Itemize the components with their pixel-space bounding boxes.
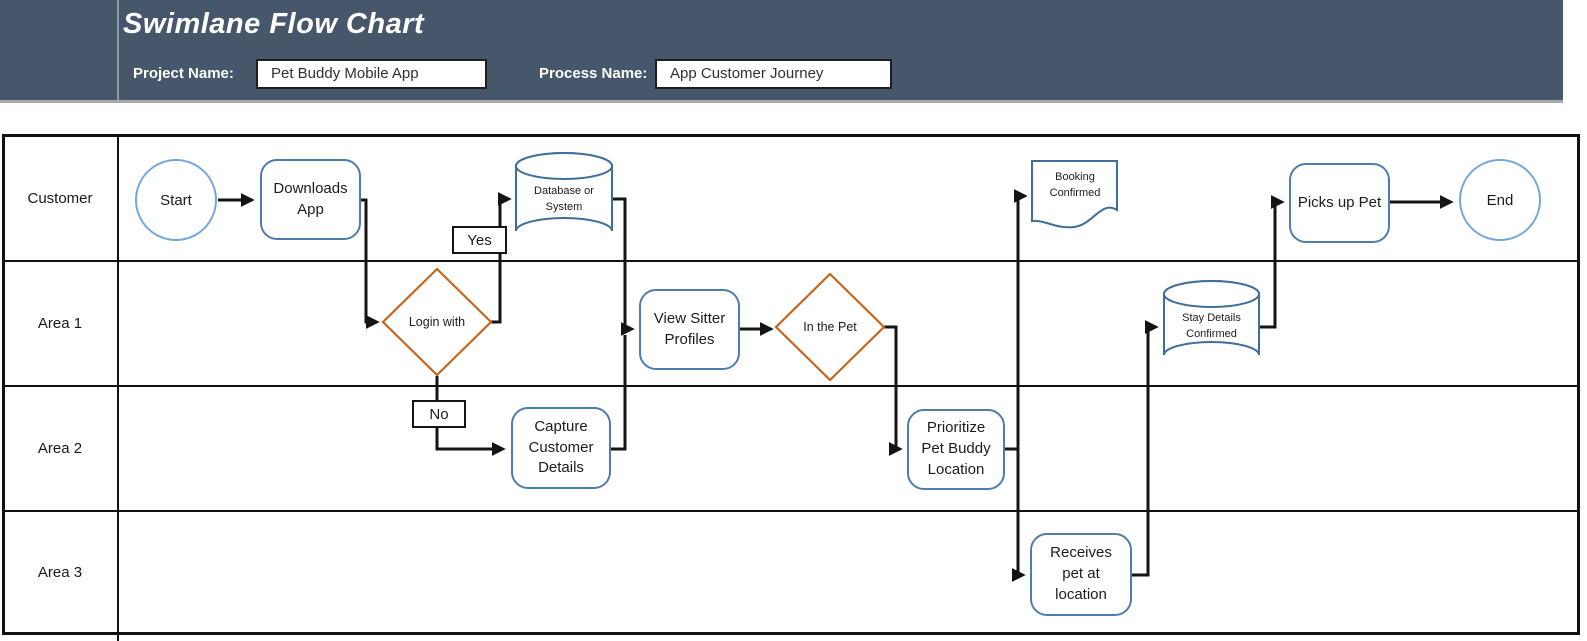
lane-border-3: [2, 510, 1580, 512]
datastore-database-or-system[interactable]: [515, 152, 613, 232]
node-view-sitter-profiles[interactable]: View Sitter Profiles: [639, 289, 740, 370]
label-yes-branch[interactable]: Yes: [452, 226, 507, 254]
project-name-label: Project Name:: [133, 65, 234, 82]
header-underline: [0, 100, 1563, 103]
lane-label-area1[interactable]: Area 1: [37, 315, 83, 332]
node-prioritize-pet-buddy-location[interactable]: Prioritize Pet Buddy Location: [907, 409, 1005, 490]
node-receives-pet-at-location[interactable]: Receives pet at location: [1030, 533, 1132, 616]
datastore-stay-details-confirmed-label: Stay Details Confirmed: [1182, 312, 1241, 340]
lane-border-2: [2, 385, 1580, 387]
lane-border-1: [2, 260, 1580, 262]
lane-label-area2[interactable]: Area 2: [37, 440, 83, 457]
process-name-input[interactable]: App Customer Journey: [655, 59, 892, 89]
swimlane-table-frame: [2, 134, 1580, 635]
decision-in-the-pet-label: In the Pet: [803, 319, 857, 334]
decision-in-the-pet[interactable]: [774, 272, 886, 382]
header-column-divider: [117, 0, 119, 100]
decision-login-with-label: Login with: [408, 314, 466, 329]
datastore-database-or-system-label: Database or System: [534, 185, 594, 213]
page-title: Swimlane Flow Chart: [123, 8, 425, 40]
lane-label-column-divider: [117, 134, 119, 641]
process-name-label: Process Name:: [539, 65, 648, 82]
node-downloads-app[interactable]: Downloads App: [260, 159, 361, 240]
datastore-stay-details-confirmed[interactable]: [1163, 280, 1260, 356]
project-name-input[interactable]: Pet Buddy Mobile App: [256, 59, 487, 89]
decision-login-with[interactable]: [381, 267, 493, 377]
node-end[interactable]: End: [1459, 159, 1541, 241]
node-start[interactable]: Start: [135, 159, 217, 241]
node-picks-up-pet[interactable]: Picks up Pet: [1289, 163, 1390, 243]
document-booking-confirmed[interactable]: [1031, 160, 1118, 229]
lane-label-area3[interactable]: Area 3: [37, 563, 83, 581]
node-capture-customer-details[interactable]: Capture Customer Details: [511, 407, 611, 489]
label-no-branch[interactable]: No: [412, 400, 466, 428]
document-booking-confirmed-label: Booking Confirmed: [1049, 171, 1101, 199]
lane-label-customer[interactable]: Customer: [27, 190, 93, 207]
